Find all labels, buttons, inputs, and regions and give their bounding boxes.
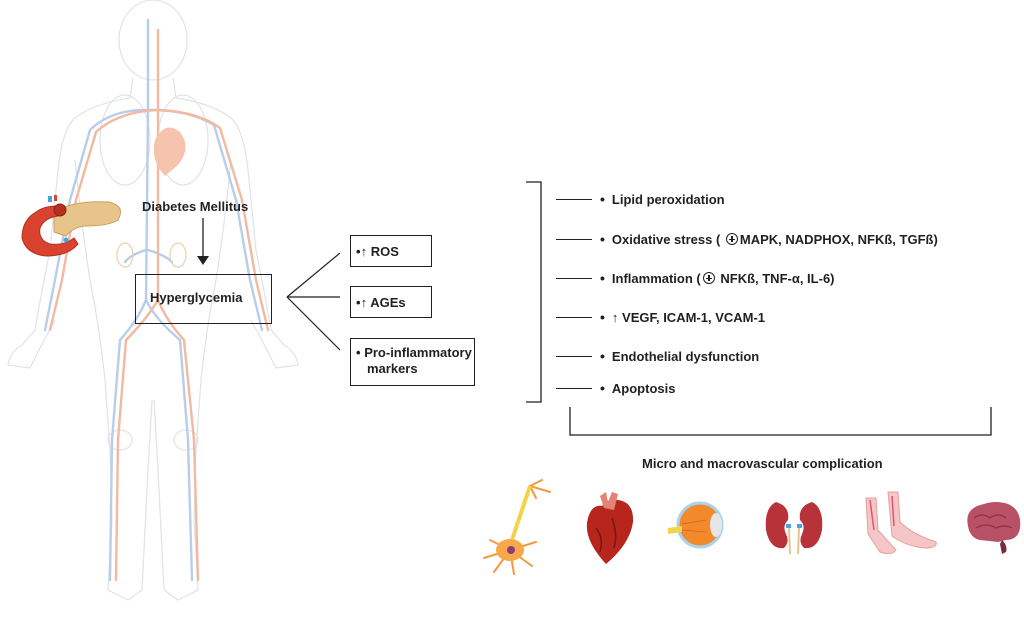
mechanism-oxidative-stress: • Oxidative stress ( MAPK, NADPHOX, NFKß… bbox=[556, 231, 938, 247]
brain-icon bbox=[967, 502, 1021, 554]
pro-inflammatory-box: • Pro-inflammatory markers bbox=[350, 338, 475, 386]
branch-connector bbox=[286, 252, 341, 351]
connector-line bbox=[556, 198, 592, 200]
bullet: • bbox=[600, 380, 605, 396]
complications-label: Micro and macrovascular complication bbox=[642, 456, 883, 471]
mechanism-prefix: Inflammation ( bbox=[611, 270, 701, 286]
ages-label: AGEs bbox=[370, 295, 406, 310]
mechanism-vegf-icam-vcam: • ↑ VEGF, ICAM-1, VCAM-1 bbox=[556, 309, 765, 325]
markers-label: markers bbox=[367, 361, 418, 376]
mechanism-endothelial-dysfunction: • Endothelial dysfunction bbox=[556, 348, 759, 364]
mechanism-text: VEGF, ICAM-1, VCAM-1 bbox=[618, 309, 766, 325]
human-body-illustration bbox=[7, 0, 299, 601]
pancreas-icon bbox=[21, 195, 121, 257]
neuron-icon bbox=[483, 479, 551, 575]
bullet: • bbox=[356, 345, 361, 360]
connector-line bbox=[556, 277, 592, 279]
down-arrow-icon bbox=[197, 218, 209, 265]
bullet: • bbox=[600, 309, 605, 325]
feet-icon bbox=[865, 491, 937, 555]
complications-bracket bbox=[569, 407, 992, 436]
bullet: • bbox=[356, 244, 361, 259]
hyperglycemia-box: Hyperglycemia bbox=[135, 274, 272, 324]
bullet: • bbox=[600, 270, 605, 286]
bullet: • bbox=[600, 231, 605, 247]
connector-line bbox=[556, 316, 592, 318]
connector-line bbox=[556, 238, 592, 240]
mechanism-text: Endothelial dysfunction bbox=[611, 348, 760, 364]
mechanism-apoptosis: • Apoptosis bbox=[556, 380, 675, 396]
bullet: • bbox=[356, 295, 361, 310]
connector-line bbox=[556, 355, 592, 357]
pro-inflammatory-label: Pro-inflammatory bbox=[364, 345, 472, 360]
up-arrow-icon: ↑ bbox=[360, 295, 368, 310]
up-arrow-icon: ↑ bbox=[360, 244, 368, 259]
up-arrow-icon: ↑ bbox=[611, 309, 619, 325]
plus-circle-icon bbox=[702, 272, 715, 284]
mechanism-text: Lipid peroxidation bbox=[611, 191, 725, 207]
mechanism-prefix: Oxidative stress ( bbox=[611, 231, 724, 247]
hyperglycemia-label: Hyperglycemia bbox=[150, 290, 243, 305]
connector-line bbox=[556, 387, 592, 389]
mechanism-text: MAPK, NADPHOX, NFKß, TGFß) bbox=[739, 231, 938, 247]
mechanism-text: Apoptosis bbox=[611, 380, 676, 396]
heart-icon bbox=[586, 492, 634, 564]
bullet: • bbox=[600, 191, 605, 207]
ages-box: •↑ AGEs bbox=[350, 286, 432, 318]
ros-label: ROS bbox=[370, 244, 399, 259]
diabetes-mellitus-label: Diabetes Mellitus bbox=[142, 199, 249, 214]
kidneys-icon bbox=[765, 502, 823, 555]
bullet: • bbox=[600, 348, 605, 364]
mechanisms-bracket bbox=[526, 181, 542, 403]
ros-box: •↑ ROS bbox=[350, 235, 432, 267]
mechanism-text: NFKß, TNF-α, IL-6) bbox=[716, 270, 835, 286]
plus-circle-icon bbox=[725, 233, 738, 245]
mechanism-inflammation: • Inflammation ( NFKß, TNF-α, IL-6) bbox=[556, 270, 835, 286]
eye-icon bbox=[668, 501, 724, 549]
mechanism-lipid-peroxidation: • Lipid peroxidation bbox=[556, 191, 725, 207]
